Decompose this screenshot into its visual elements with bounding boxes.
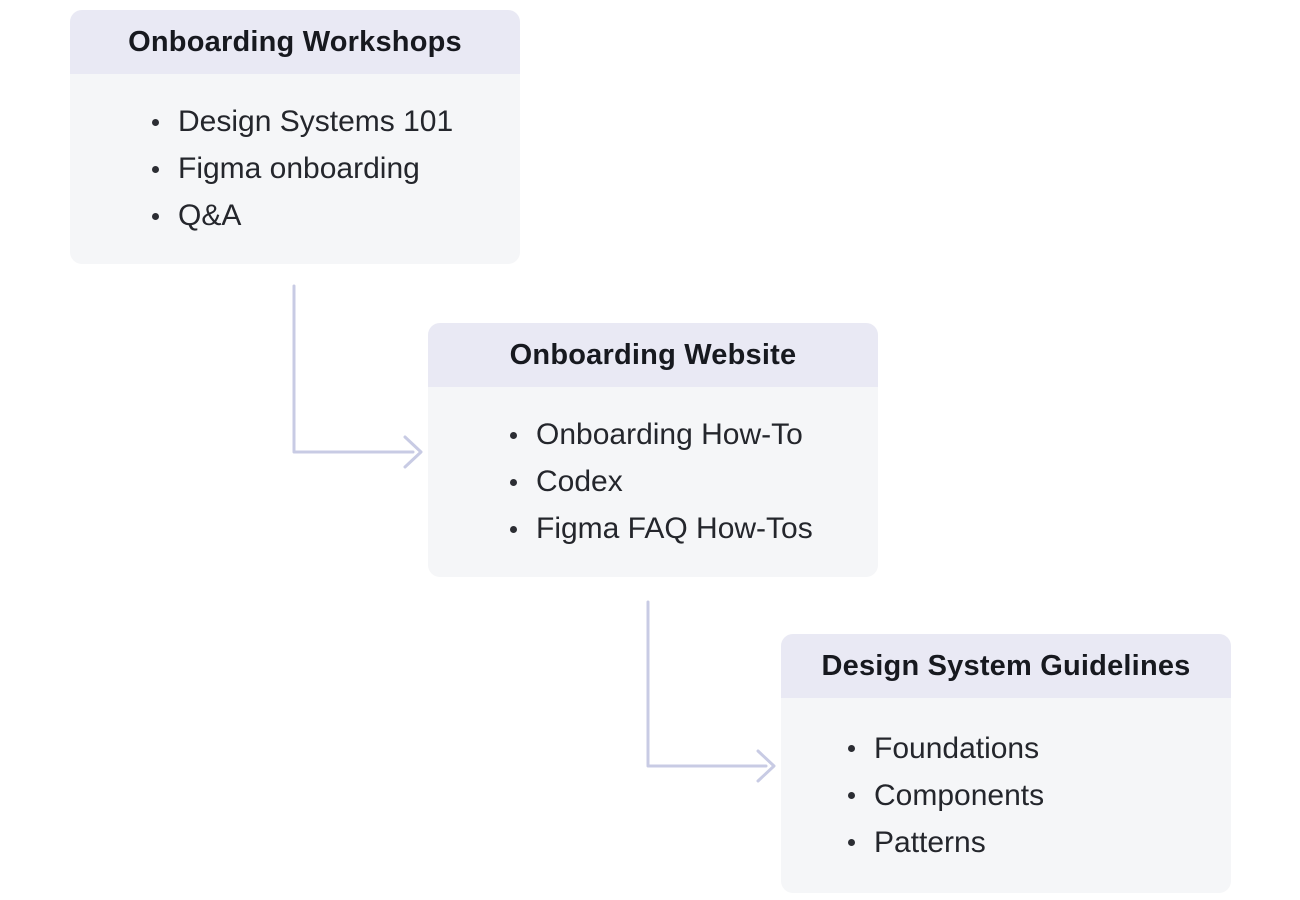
list-item-text: Onboarding How-To — [536, 418, 803, 451]
card-header: Onboarding Website — [428, 323, 878, 387]
list-item: Q&A — [152, 193, 453, 240]
list-item-text: Codex — [536, 465, 623, 498]
bullet-dot — [848, 792, 855, 799]
connector-line — [646, 600, 768, 768]
bullet-dot — [152, 118, 159, 126]
bullet-dot — [152, 165, 159, 173]
bullet-dot — [848, 745, 855, 752]
bullet-dot — [510, 478, 517, 486]
card-design-system-guidelines[interactable]: Design System Guidelines Foundations Com… — [781, 634, 1231, 893]
arrowhead-icon — [756, 749, 776, 783]
arrowhead-icon — [403, 435, 423, 469]
list-item: Foundations — [848, 725, 1044, 772]
list-item: Onboarding How-To — [510, 412, 813, 459]
card-onboarding-workshops[interactable]: Onboarding Workshops Design Systems 101 … — [70, 10, 520, 264]
list-item-text: Components — [874, 778, 1045, 812]
card-body: Design Systems 101 Figma onboarding Q&A — [70, 74, 520, 264]
list-item-text: Figma onboarding — [178, 152, 420, 185]
bullet-list: Onboarding How-To Codex Figma FAQ How-To… — [510, 412, 813, 553]
list-item-text: Foundations — [874, 731, 1040, 765]
list-item: Design Systems 101 — [152, 99, 453, 146]
connector-arrow-workshops-to-website — [292, 284, 423, 469]
list-item: Components — [848, 772, 1044, 819]
list-item-text: Q&A — [178, 199, 242, 232]
list-item-text: Figma FAQ How-Tos — [536, 512, 813, 545]
card-title: Design System Guidelines — [821, 649, 1191, 682]
list-item-text: Patterns — [874, 825, 986, 859]
bullet-dot — [152, 212, 159, 220]
bullet-dot — [510, 431, 517, 439]
bullet-dot — [848, 839, 855, 846]
card-header: Onboarding Workshops — [70, 10, 520, 74]
list-item: Codex — [510, 459, 813, 506]
card-body: Onboarding How-To Codex Figma FAQ How-To… — [428, 387, 878, 577]
card-title: Onboarding Workshops — [128, 25, 462, 58]
connector-arrow-website-to-guidelines — [646, 600, 776, 783]
bullet-list: Foundations Components Patterns — [848, 725, 1044, 866]
bullet-list: Design Systems 101 Figma onboarding Q&A — [152, 99, 453, 240]
card-onboarding-website[interactable]: Onboarding Website Onboarding How-To Cod… — [428, 323, 878, 577]
card-title: Onboarding Website — [509, 338, 797, 371]
list-item: Figma FAQ How-Tos — [510, 506, 813, 553]
list-item: Figma onboarding — [152, 146, 453, 193]
card-header: Design System Guidelines — [781, 634, 1231, 698]
bullet-dot — [510, 525, 517, 533]
list-item: Patterns — [848, 819, 1044, 866]
connector-line — [292, 284, 415, 454]
card-body: Foundations Components Patterns — [781, 698, 1231, 893]
list-item-text: Design Systems 101 — [178, 105, 454, 138]
